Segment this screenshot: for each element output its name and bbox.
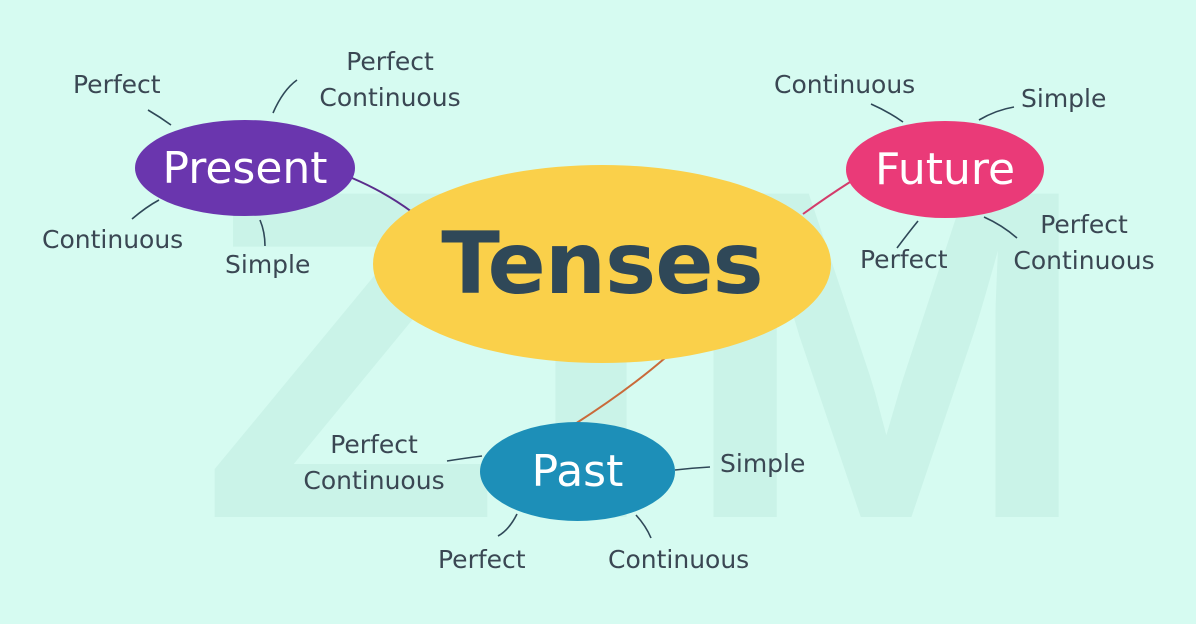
present-leaf-perfect: Perfect	[73, 70, 161, 99]
past-leaf-perfect: Perfect	[438, 545, 526, 574]
present-leaf-simple: Simple	[225, 250, 311, 279]
connector-present	[351, 177, 413, 213]
connector-future-perfect	[896, 220, 919, 249]
connector-present-perfect-continuous	[272, 79, 298, 114]
past-leaf-simple: Simple	[720, 449, 806, 478]
connector-past-simple	[674, 466, 711, 471]
future-leaf-perfect-continuous: Perfect Continuous	[1013, 210, 1155, 275]
connector-present-continuous	[131, 199, 160, 220]
present-leaf-perfect-continuous: Perfect Continuous	[319, 47, 461, 112]
connector-past-perfect-continuous	[446, 455, 483, 462]
connector-future	[802, 181, 851, 215]
connector-future-simple	[978, 106, 1015, 121]
node-future-label: Future	[874, 144, 1016, 195]
center-node-tenses: Tenses	[373, 165, 831, 363]
node-past: Past	[480, 422, 675, 521]
connector-present-simple	[259, 219, 266, 247]
connector-present-perfect	[147, 109, 172, 126]
connector-future-perfect-continuous	[983, 216, 1018, 239]
connector-past	[574, 357, 666, 425]
future-leaf-simple: Simple	[1021, 84, 1107, 113]
center-label: Tenses	[441, 214, 763, 314]
node-future: Future	[846, 121, 1044, 218]
connector-past-continuous	[635, 514, 652, 539]
future-leaf-perfect: Perfect	[860, 245, 948, 274]
node-present: Present	[135, 120, 355, 216]
past-leaf-perfect-continuous: Perfect Continuous	[303, 430, 445, 495]
future-leaf-continuous: Continuous	[774, 70, 916, 99]
present-leaf-continuous: Continuous	[42, 225, 184, 254]
node-past-label: Past	[531, 446, 624, 497]
connector-past-perfect	[497, 513, 518, 537]
past-leaf-continuous: Continuous	[608, 545, 750, 574]
connector-future-continuous	[870, 103, 904, 123]
node-present-label: Present	[162, 142, 328, 194]
